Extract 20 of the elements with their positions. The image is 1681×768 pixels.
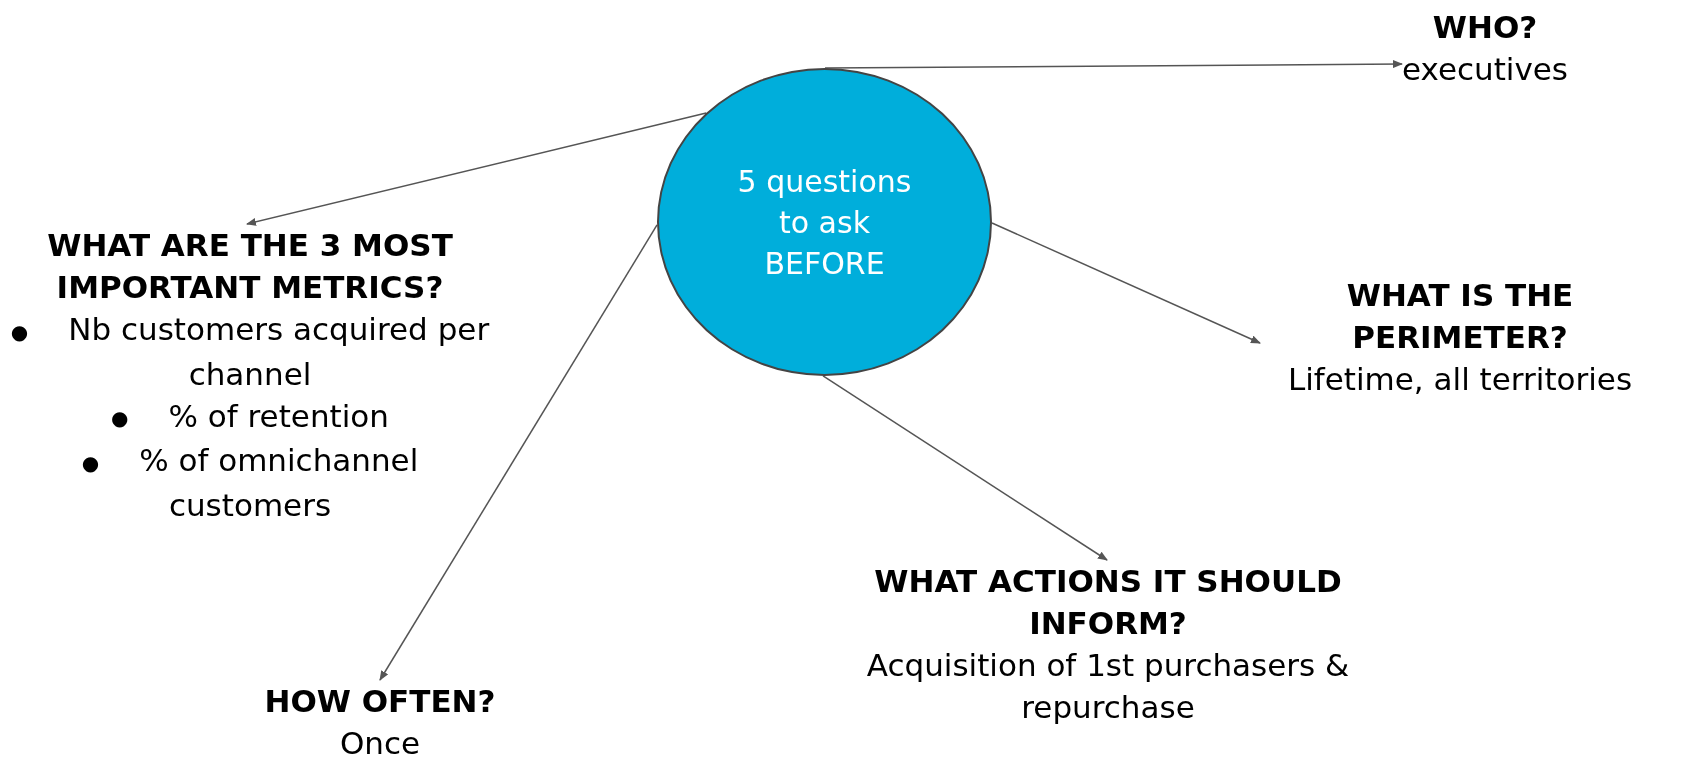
answer-text: Once	[338, 724, 422, 763]
bullet-item: % of retention	[168, 397, 389, 434]
bullet-marker: ●	[10, 319, 29, 344]
answer-text: Acquisition of 1st purchasers & repurchase	[865, 646, 1351, 727]
arrow	[822, 375, 1108, 561]
arrow	[379, 224, 658, 681]
answer-text: Lifetime, all territories	[1286, 360, 1634, 399]
question-heading: WHO?	[1431, 8, 1539, 47]
question-heading: WHAT ACTIONS IT SHOULD INFORM?	[873, 562, 1343, 643]
bullet-marker: ●	[111, 406, 129, 430]
bullet-marker: ●	[81, 450, 100, 475]
question-heading: HOW OFTEN?	[264, 682, 496, 721]
answer-text: executives	[1402, 50, 1568, 89]
arrow	[824, 60, 1403, 69]
question-heading: WHAT ARE THE 3 MOST IMPORTANT METRICS?	[46, 226, 454, 307]
bullet-item: % of omnichannel customers	[139, 442, 419, 523]
arrow	[991, 222, 1261, 344]
question-heading: WHAT IS THE PERIMETER?	[1345, 276, 1575, 357]
circle-label: 5 questions to ask BEFORE	[736, 162, 913, 283]
bullet-item: Nb customers acquired per channel	[68, 311, 490, 392]
